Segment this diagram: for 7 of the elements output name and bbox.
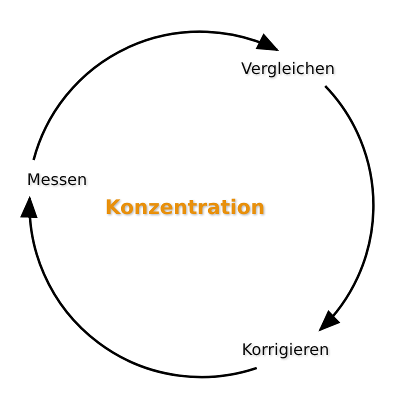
curved-arrow [32,30,280,160]
step-label: Messen [26,170,88,188]
curved-arrow [21,196,258,378]
curved-arrow [318,85,375,332]
step-label: Vergleichen [241,58,335,78]
step-label: Korrigieren [242,340,330,358]
center-title: Konzentration [105,195,265,219]
